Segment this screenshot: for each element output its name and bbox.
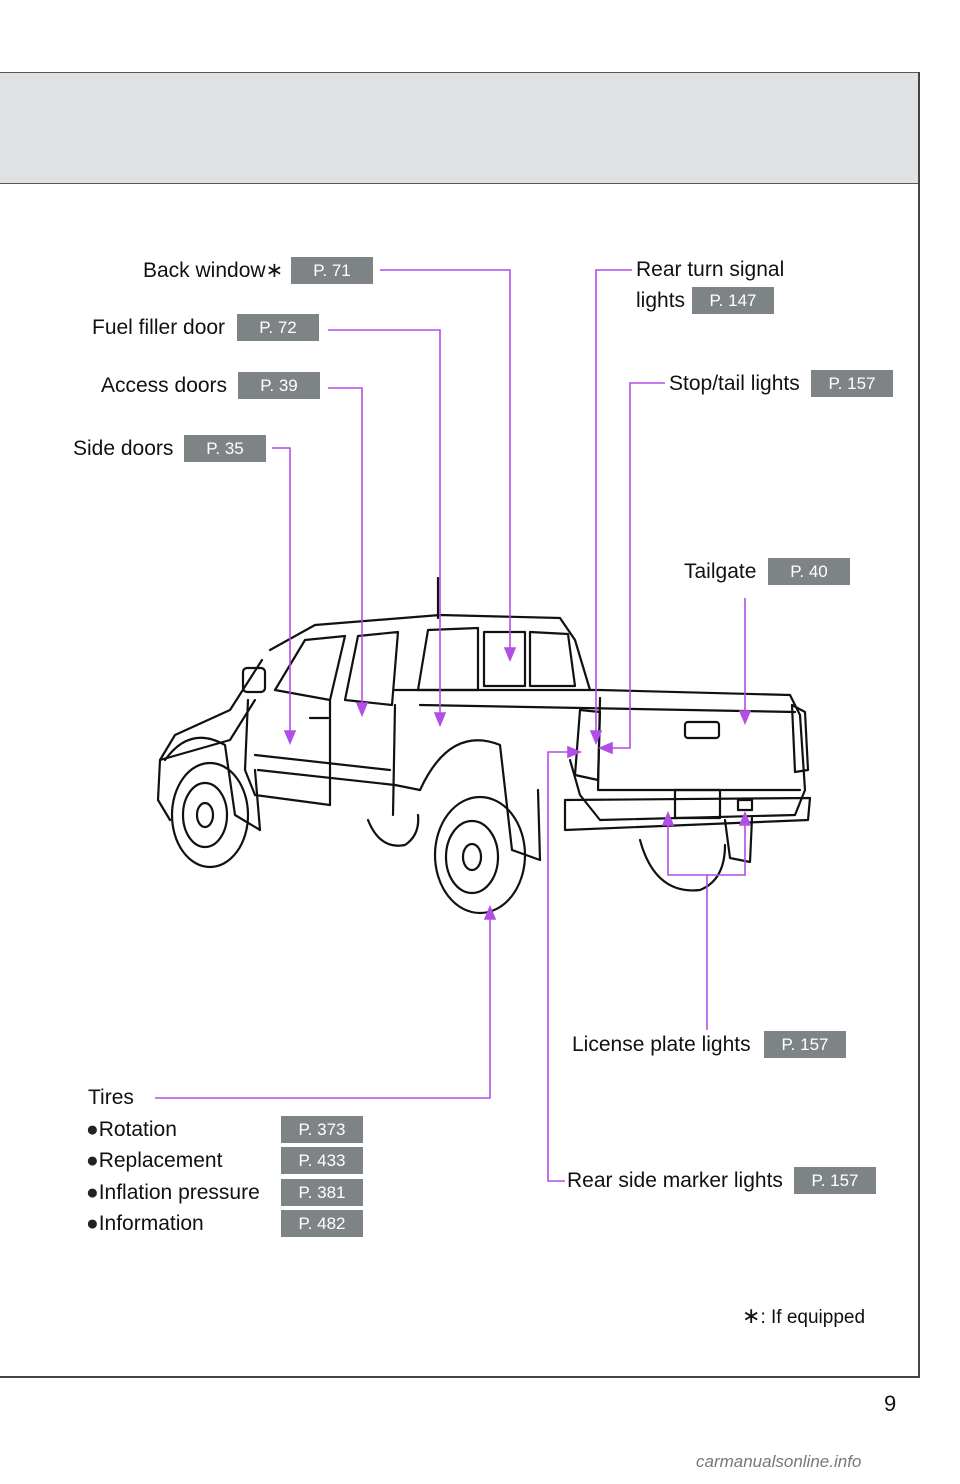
frame-right-border: [918, 72, 920, 1378]
page-ref-stop-tail-lights[interactable]: P. 157: [811, 370, 893, 397]
access-doors-label: Access doors: [101, 374, 228, 397]
tires-item-label: Replacement: [98, 1149, 223, 1172]
page-ref-rotation[interactable]: P. 373: [281, 1116, 363, 1143]
page-number: 9: [884, 1391, 897, 1416]
rear-side-marker-lights-label: Rear side marker lights: [567, 1169, 783, 1192]
bullet-icon: ●: [86, 1212, 99, 1235]
tires-item-inflation-pressure: ●Inflation pressure: [86, 1181, 260, 1205]
header-band: [0, 72, 920, 184]
rear-turn-signal-label-line2: lights: [636, 289, 686, 312]
truck-illustration: [156, 576, 812, 915]
back-window-text: Back window: [143, 259, 266, 282]
page-ref-side-doors[interactable]: P. 35: [184, 435, 266, 462]
license-plate-lights-label: License plate lights: [572, 1033, 751, 1056]
frame-bottom-border: [0, 1376, 920, 1378]
fuel-filler-door-label: Fuel filler door: [92, 316, 226, 339]
tires-label: Tires: [88, 1086, 134, 1109]
tires-item-label: Information: [98, 1212, 204, 1235]
page-ref-back-window[interactable]: P. 71: [291, 257, 373, 284]
page-ref-tailgate[interactable]: P. 40: [768, 558, 850, 585]
watermark: carmanualsonline.info: [696, 1452, 862, 1471]
back-window-label: Back window∗: [143, 259, 283, 283]
page-ref-rear-side-marker-lights[interactable]: P. 157: [794, 1167, 876, 1194]
bullet-icon: ●: [86, 1181, 99, 1204]
tires-item-replacement: ●Replacement: [86, 1149, 222, 1173]
page-ref-replacement[interactable]: P. 433: [281, 1147, 363, 1174]
leader-lines: [155, 269, 752, 1182]
tires-item-information: ●Information: [86, 1212, 204, 1236]
footnote-text: : If equipped: [760, 1307, 866, 1328]
if-equipped-mark: ∗: [265, 259, 284, 282]
if-equipped-mark-icon: ∗: [742, 1303, 761, 1328]
tires-item-label: Inflation pressure: [98, 1181, 260, 1204]
page-ref-inflation-pressure[interactable]: P. 381: [281, 1179, 363, 1206]
page-ref-fuel-filler-door[interactable]: P. 72: [237, 314, 319, 341]
rear-turn-signal-label-line1: Rear turn signal: [636, 258, 785, 281]
tailgate-label: Tailgate: [684, 560, 757, 583]
tires-item-rotation: ●Rotation: [86, 1118, 177, 1142]
page-ref-information[interactable]: P. 482: [281, 1210, 363, 1237]
page-ref-access-doors[interactable]: P. 39: [238, 372, 320, 399]
page-ref-license-plate-lights[interactable]: P. 157: [764, 1031, 846, 1058]
stop-tail-lights-label: Stop/tail lights: [669, 372, 800, 395]
bullet-icon: ●: [86, 1149, 99, 1172]
tires-item-label: Rotation: [98, 1118, 177, 1141]
bullet-icon: ●: [86, 1118, 99, 1141]
footnote: ∗: If equipped: [742, 1303, 865, 1329]
page-ref-rear-turn-signal[interactable]: P. 147: [692, 287, 774, 314]
side-doors-label: Side doors: [73, 437, 174, 460]
